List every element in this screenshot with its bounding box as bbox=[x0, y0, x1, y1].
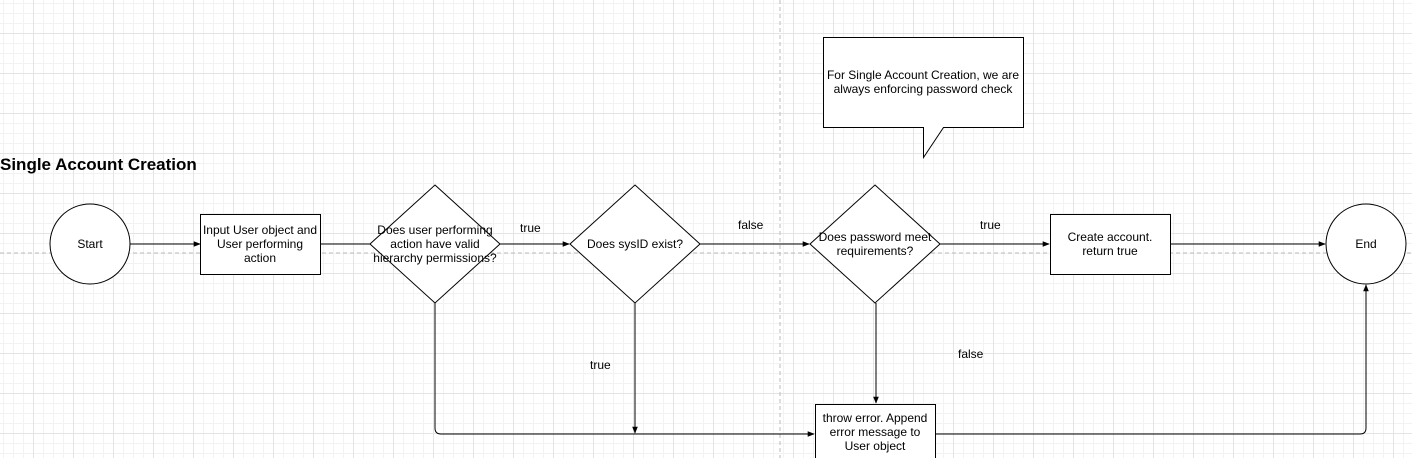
callout-label: For Single Account Creation, we are alwa… bbox=[826, 68, 1020, 96]
error-node[interactable] bbox=[815, 404, 936, 458]
edge-label-sysid-to-password: false bbox=[738, 218, 764, 232]
sysid-label: Does sysID exist? bbox=[586, 237, 684, 251]
input-label: Input User object and User performing ac… bbox=[202, 223, 318, 265]
edge-error-to-end[interactable] bbox=[935, 284, 1369, 435]
end-label: End bbox=[1355, 237, 1377, 251]
edge-label-password-to-error: false bbox=[958, 347, 984, 361]
edge-hierarchy-to-error[interactable] bbox=[434, 303, 815, 437]
hierarchy-decision-node[interactable] bbox=[369, 184, 501, 304]
password-label: Does password meet requirements? bbox=[818, 230, 932, 258]
edge-label-sysid-to-error: true bbox=[590, 358, 611, 372]
error-label: throw error. Append error message to Use… bbox=[822, 411, 928, 453]
edge-label-password-to-create: true bbox=[980, 218, 1001, 232]
password-decision-node[interactable] bbox=[809, 184, 941, 304]
sysid-decision-node[interactable] bbox=[569, 184, 701, 304]
start-label: Start bbox=[77, 237, 103, 251]
create-account-label: Create account. return true bbox=[1067, 230, 1153, 258]
create-account-node[interactable] bbox=[1050, 214, 1171, 275]
hierarchy-label: Does user performing action have valid h… bbox=[373, 223, 497, 265]
input-node[interactable] bbox=[200, 214, 321, 275]
callout-node[interactable] bbox=[823, 37, 1024, 160]
start-node[interactable] bbox=[49, 203, 131, 285]
edge-label-hierarchy-to-sysid: true bbox=[520, 221, 541, 235]
diagram-title: Single Account Creation bbox=[0, 155, 197, 174]
end-node[interactable] bbox=[1325, 203, 1407, 285]
